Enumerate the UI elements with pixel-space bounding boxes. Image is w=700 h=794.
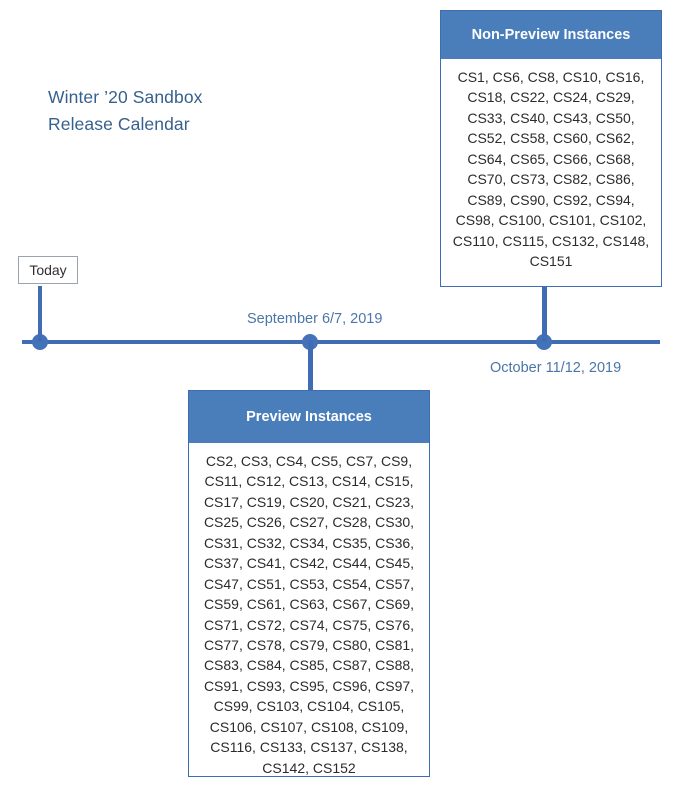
instance-list-row: CS18, CS22, CS24, CS29, [467, 89, 635, 106]
preview-connector-line [308, 340, 313, 390]
instance-list-row: CS89, CS90, CS92, CS94, [467, 191, 635, 208]
non-preview-instances-box: Non-Preview Instances CS1, CS6, CS8, CS1… [440, 10, 662, 287]
instance-list-row: CS110, CS115, CS132, CS148, [452, 232, 650, 249]
instance-list-row: CS106, CS107, CS108, CS109, [209, 718, 409, 735]
instance-list-row: CS77, CS78, CS79, CS80, CS81, [203, 636, 415, 653]
today-connector-line [38, 286, 42, 342]
instance-list-row: CS83, CS84, CS85, CS87, CS88, [203, 657, 415, 674]
preview-instances-box: Preview Instances CS2, CS3, CS4, CS5, CS… [188, 390, 430, 777]
instance-list-row: CS25, CS26, CS27, CS28, CS30, [203, 514, 415, 531]
instance-list-row: CS59, CS61, CS63, CS67, CS69, [203, 596, 415, 613]
instance-list-row: CS33, CS40, CS43, CS50, [467, 109, 635, 126]
page-title: Winter ’20 Sandbox Release Calendar [48, 84, 308, 138]
date-label-october: October 11/12, 2019 [490, 360, 622, 376]
non-preview-instances-list: CS1, CS6, CS8, CS10, CS16, CS18, CS22, CS… [441, 59, 661, 279]
instance-list-row: CS37, CS41, CS42, CS44, CS45, [203, 555, 415, 572]
instance-list-row: CS64, CS65, CS66, CS68, [467, 150, 635, 167]
today-label-text: Today [29, 262, 67, 278]
instance-list-row: CS70, CS73, CS82, CS86, [467, 171, 635, 188]
instance-list-row: CS2, CS3, CS4, CS5, CS7, CS9, [205, 453, 413, 469]
preview-instances-list: CS2, CS3, CS4, CS5, CS7, CS9, CS11, CS12,… [189, 443, 429, 786]
instance-list-row: CS151 [529, 252, 573, 269]
preview-instances-header: Preview Instances [189, 391, 429, 443]
instance-list-row: CS142, CS152 [262, 759, 356, 776]
non-preview-connector-line [542, 287, 547, 342]
date-label-september: September 6/7, 2019 [247, 311, 383, 327]
timeline-axis [22, 340, 660, 344]
instance-list-row: CS99, CS103, CS104, CS105, [213, 698, 405, 715]
timeline-marker-today [32, 334, 48, 350]
instance-list-row: CS47, CS51, CS53, CS54, CS57, [203, 575, 415, 592]
title-line-2: Release Calendar [48, 114, 190, 135]
instance-list-row: CS11, CS12, CS13, CS14, CS15, [204, 473, 414, 490]
instance-list-row: CS98, CS100, CS101, CS102, [455, 212, 647, 229]
timeline-marker-october [536, 334, 552, 350]
instance-list-row: CS1, CS6, CS8, CS10, CS16, [457, 69, 645, 85]
instance-list-row: CS17, CS19, CS20, CS21, CS23, [203, 493, 415, 510]
today-label-box: Today [18, 256, 78, 284]
instance-list-row: CS71, CS72, CS74, CS75, CS76, [203, 616, 415, 633]
instance-list-row: CS91, CS93, CS95, CS96, CS97, [203, 677, 415, 694]
instance-list-row: CS52, CS58, CS60, CS62, [467, 130, 635, 147]
title-line-1: Winter ’20 Sandbox [48, 87, 203, 107]
non-preview-instances-header: Non-Preview Instances [441, 11, 661, 59]
instance-list-row: CS31, CS32, CS34, CS35, CS36, [203, 534, 415, 551]
instance-list-row: CS116, CS133, CS137, CS138, [210, 739, 408, 756]
